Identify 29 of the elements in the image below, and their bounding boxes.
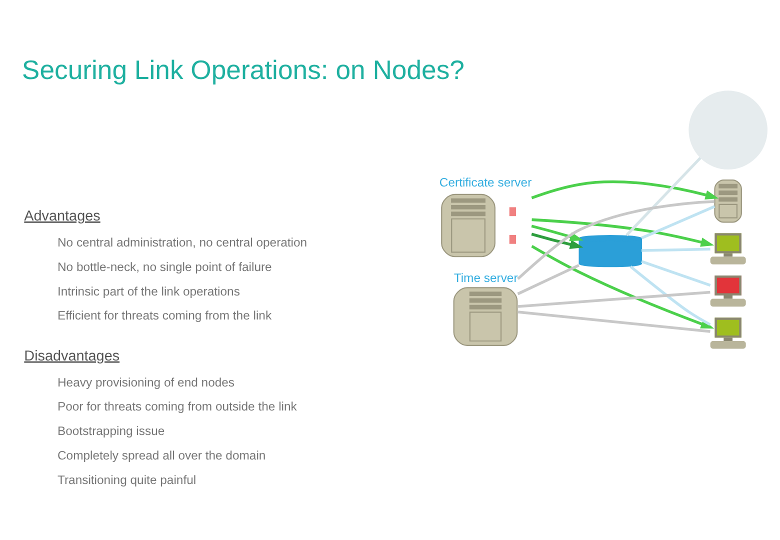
- label: Disadvantages: [24, 348, 120, 364]
- label: Advantages: [24, 208, 100, 224]
- label: No bottle-neck, no single point of failure: [57, 259, 272, 274]
- connector: [518, 290, 710, 308]
- connector: [640, 204, 716, 239]
- label: Poor for threats coming from outside the link: [57, 399, 297, 414]
- arrow: [531, 180, 719, 199]
- node-circle: [688, 90, 768, 169]
- label: Efficient for threats coming from the link: [57, 308, 272, 322]
- node-label: Certificate server: [439, 174, 532, 189]
- diagram-title: Securing Link Operations: on Nodes?: [22, 54, 464, 85]
- arrow: [531, 244, 714, 328]
- label: Intrinsic part of the link operations: [57, 284, 240, 298]
- connector: [626, 156, 702, 236]
- connector: [517, 264, 580, 295]
- label: Transitioning quite painful: [57, 472, 196, 487]
- connector: [518, 310, 710, 332]
- connector: [630, 265, 711, 326]
- arrow: [531, 232, 584, 249]
- label: Bootstrapping issue: [57, 424, 165, 438]
- arrow: [532, 218, 714, 246]
- connector: [642, 247, 710, 252]
- label: Completely spread all over the domain: [57, 448, 266, 462]
- connector: [516, 200, 715, 280]
- node-label: Time server: [454, 270, 518, 284]
- label: No central administration, no central operation: [57, 234, 308, 249]
- arrow: [531, 224, 584, 241]
- label: Heavy provisioning of end nodes: [57, 374, 235, 389]
- connector: [641, 260, 711, 286]
